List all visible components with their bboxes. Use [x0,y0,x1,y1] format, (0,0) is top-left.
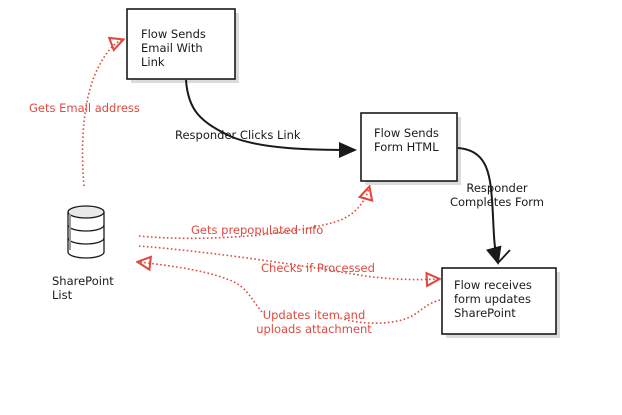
responder-clicks-label: Responder Clicks Link [175,128,301,142]
edge-checks-processed-path [138,245,438,280]
gets-prepopulated-label: Gets prepopulated info [191,223,324,237]
responder-completes-label: Responder Completes Form [449,181,545,209]
arrowhead-receive [488,249,511,265]
checks-processed-label: Checks if Processed [261,261,375,275]
gets-email-label: Gets Email address [29,101,140,115]
html-box-label: Flow Sends Form HTML [374,126,439,154]
email-box [126,8,239,83]
sharepoint-label: SharePoint List [52,274,114,302]
html-box [360,112,461,185]
edge-updates-item-return-path [139,262,263,313]
edge-gets-email-path [81,40,122,187]
email-box-label: Flow Sends Email With Link [141,27,206,69]
receive-box [441,267,560,338]
updates-item-label: Updates item and uploads attachment [256,308,372,336]
edge-updates-item-path [339,299,441,325]
receive-box-label: Flow receives form updates SharePoint [454,278,532,320]
edge-gets-prepopulated-path [138,188,369,240]
edge-responder-clicks-path [185,79,357,158]
edge-responder-completes-path [457,147,502,265]
database-icon [67,205,105,259]
